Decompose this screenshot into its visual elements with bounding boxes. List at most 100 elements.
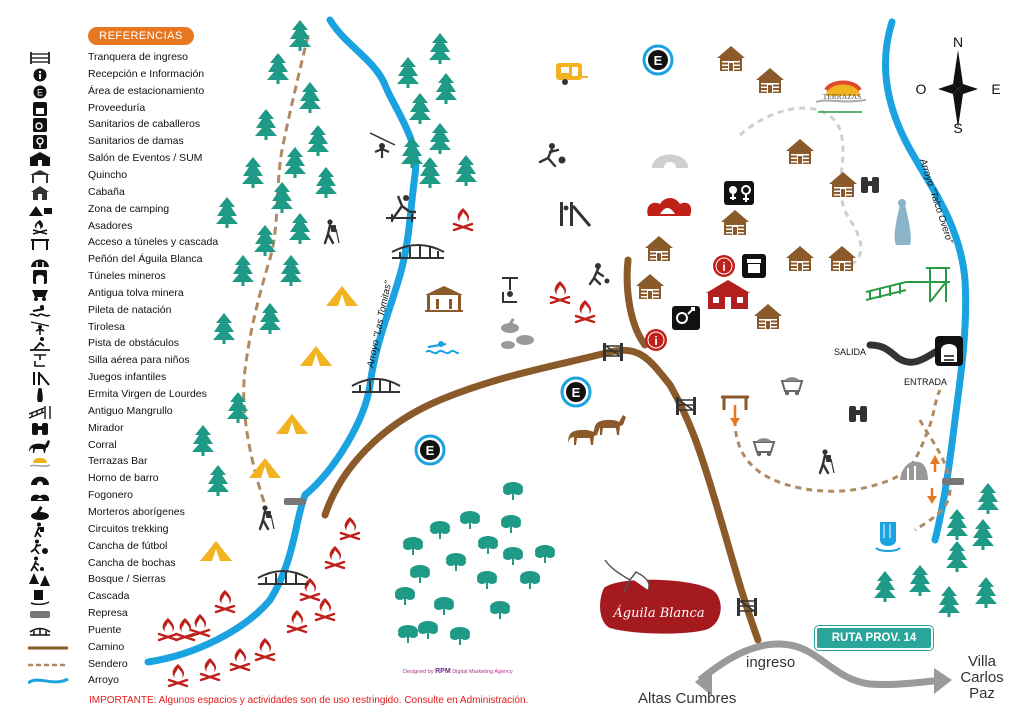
binoculars-icon bbox=[849, 406, 867, 422]
pool-icon bbox=[28, 303, 54, 319]
corral-fence-icon bbox=[28, 404, 54, 420]
legend-item: Cancha de fútbol bbox=[26, 539, 226, 555]
important-notice: IMPORTANTE: Algunos espacios y actividad… bbox=[89, 695, 529, 706]
corral-fence-icon bbox=[865, 267, 950, 303]
parking-icon: E bbox=[560, 376, 592, 408]
clay-oven-icon bbox=[28, 471, 54, 487]
legend-item-label: Bosque / Sierras bbox=[88, 573, 166, 586]
exit-label: SALIDA bbox=[834, 347, 867, 357]
entrance-label: ENTRADA bbox=[904, 377, 948, 387]
compass-west: O bbox=[916, 81, 927, 97]
legend-item-label: Salón de Eventos / SUM bbox=[88, 152, 203, 165]
legend-item-label: Puente bbox=[88, 623, 122, 636]
legend-item-label: Represa bbox=[88, 607, 128, 620]
exit-road bbox=[866, 341, 939, 366]
legend-title: REFERENCIAS bbox=[88, 27, 194, 45]
zipline-icon bbox=[369, 132, 396, 158]
parking-icon: E bbox=[414, 434, 446, 466]
legend-item: Puente bbox=[26, 623, 226, 639]
legend-item: Corral bbox=[26, 438, 226, 454]
legend-item: Represa bbox=[26, 606, 226, 622]
waterfall-icon bbox=[875, 522, 901, 552]
legend-item: Morteros aborígenes bbox=[26, 505, 226, 521]
gate-icon bbox=[28, 50, 54, 66]
cabin-icon bbox=[28, 185, 54, 201]
legend-item: Proveeduría bbox=[26, 101, 226, 117]
dam-icon bbox=[284, 498, 306, 505]
waterfall-icon bbox=[28, 589, 54, 606]
mortar-icon bbox=[28, 505, 54, 521]
compass-south: S bbox=[953, 120, 962, 136]
road-line-icon bbox=[28, 640, 68, 656]
highway-route-14 bbox=[697, 640, 946, 689]
camping-icon bbox=[28, 202, 54, 218]
dam-icon bbox=[942, 478, 964, 485]
svg-text:i: i bbox=[654, 334, 657, 348]
compass-east: E bbox=[991, 81, 1000, 97]
bridge-icon bbox=[28, 623, 54, 639]
legend-item-label: Pileta de natación bbox=[88, 303, 172, 316]
legend-item: Quincho bbox=[26, 168, 226, 184]
tunnel-access-icon bbox=[28, 235, 54, 251]
obstacle-course-icon bbox=[386, 195, 416, 222]
legend-item-label: Antiguo Mangrullo bbox=[88, 404, 173, 417]
bridge-icon bbox=[351, 378, 401, 393]
legend-item: Cascada bbox=[26, 589, 226, 606]
svg-text:i: i bbox=[722, 260, 725, 274]
stream-west-label: Arroyo "Las Tomitas" bbox=[365, 279, 394, 369]
svg-text:TERRAZAS: TERRAZAS bbox=[823, 92, 862, 101]
legend-item-label: Camino bbox=[88, 640, 125, 653]
legend-item-label: Sendero bbox=[88, 657, 128, 670]
terrace-bar-icon bbox=[28, 454, 54, 470]
binoculars-icon bbox=[28, 421, 54, 437]
mine-cart-icon bbox=[28, 286, 54, 302]
legend-item: Pista de obstáculos bbox=[26, 336, 226, 352]
entry-road-label: ingreso bbox=[746, 654, 796, 671]
legend-item: Sendero bbox=[26, 657, 226, 673]
stream-talco-overo bbox=[882, 18, 970, 544]
womens-restroom-icon bbox=[28, 134, 54, 150]
legend-item: Acceso a túneles y cascada bbox=[26, 235, 226, 251]
playground-icon bbox=[28, 370, 54, 386]
route-badge: RUTA PROV. 14 bbox=[814, 625, 934, 651]
legend-item: Arroyo bbox=[26, 673, 226, 689]
bocce-icon bbox=[28, 556, 54, 572]
zipline-icon bbox=[28, 320, 54, 336]
svg-text:E: E bbox=[37, 87, 43, 97]
svg-text:E: E bbox=[654, 53, 663, 68]
mens-restroom-icon bbox=[28, 117, 54, 133]
trail-waterfall bbox=[914, 419, 952, 532]
legend-item-label: Cascada bbox=[88, 590, 130, 603]
legend-item: Recepción e Información bbox=[26, 67, 226, 83]
soccer-icon bbox=[538, 143, 566, 168]
legend-item-label: Cancha de bochas bbox=[88, 556, 176, 569]
legend-item-label: Túneles mineros bbox=[88, 270, 166, 283]
compass-rose: N S O E bbox=[916, 34, 1001, 136]
store-icon bbox=[28, 101, 54, 117]
access-road bbox=[623, 256, 649, 349]
legend-item-label: Mirador bbox=[88, 421, 124, 434]
parking-icon: E bbox=[642, 44, 674, 76]
legend-item-label: Sanitarios de damas bbox=[88, 135, 184, 148]
legend-item-label: Recepción e Información bbox=[88, 67, 205, 80]
mine-tunnel-icon bbox=[935, 336, 963, 366]
legend-item: Terrazas Bar bbox=[26, 454, 226, 470]
legend-item-label: Horno de barro bbox=[88, 472, 159, 485]
legend-item-label: Pista de obstáculos bbox=[88, 337, 180, 350]
legend-item-label: Silla aérea para niños bbox=[88, 354, 190, 367]
pool-icon bbox=[425, 341, 459, 355]
legend-item-label: Peñón del Águila Blanca bbox=[88, 253, 203, 266]
legend-item-label: Área de estacionamiento bbox=[88, 84, 205, 97]
legend-item: Silla aérea para niños bbox=[26, 353, 226, 369]
hiker-icon bbox=[258, 504, 276, 531]
tunnel-access-icon bbox=[721, 395, 749, 426]
legend-item-label: Terrazas Bar bbox=[88, 455, 148, 468]
legend-item: Antigua tolva minera bbox=[26, 286, 226, 302]
obstacle-course-icon bbox=[28, 336, 54, 352]
dam-icon bbox=[28, 606, 54, 622]
legend-item-label: Acceso a túneles y cascada bbox=[88, 236, 219, 249]
legend-item: Sanitarios de caballeros bbox=[26, 117, 226, 133]
chapel-icon bbox=[894, 199, 911, 245]
trail-arrow-icon bbox=[927, 455, 940, 504]
legend-item: Cancha de bochas bbox=[26, 556, 226, 572]
